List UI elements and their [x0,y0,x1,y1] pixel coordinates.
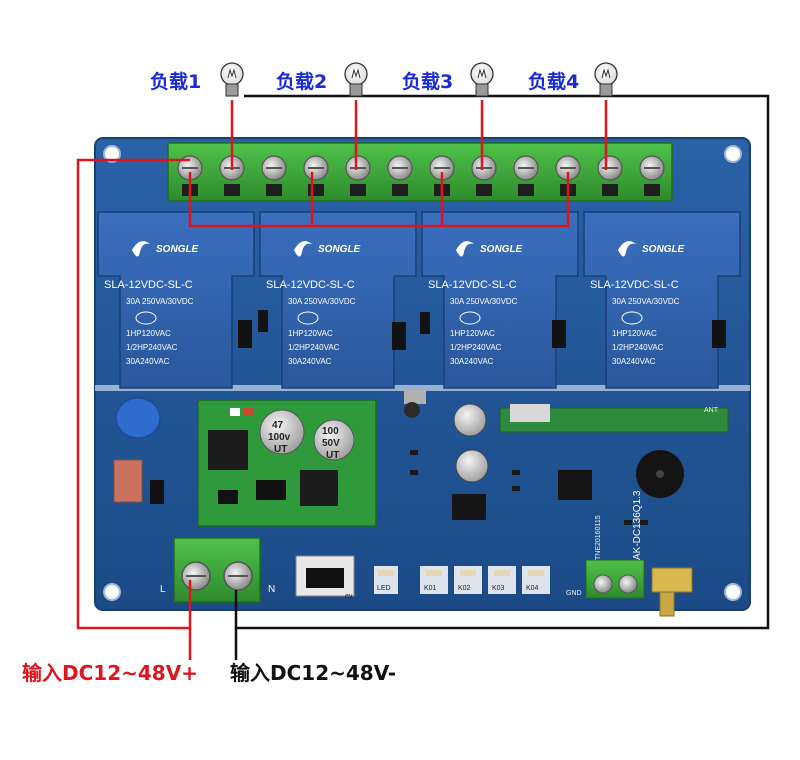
silk-board-code: TNE20160115 [595,515,602,560]
bulb-filament [351,68,361,79]
aux-terminal: GND [566,559,645,599]
silk-ant: ANT [704,407,719,414]
relay-rating-text: 30A 250VA/30VDC [450,297,518,306]
bulb-glass [344,62,368,86]
bulb-base [475,83,489,97]
silk-k04: K04 [526,585,539,592]
silk-terminal-n: N [268,584,275,595]
bulb-base [599,83,613,97]
cap2-line2: 50V [322,438,340,449]
relay-spec1-text: 1HP120VAC [450,329,495,338]
songle-logo-icon [132,241,150,257]
terminal-clamp [350,184,366,196]
terminal-clamp [476,184,492,196]
antenna-connector: ANT [651,407,719,617]
silk-k03: K03 [492,585,505,592]
relay-spec3-text: 30A240VAC [126,357,170,366]
songle-logo-icon [618,241,636,257]
cqc-mark-icon [297,311,319,325]
songle-logo-icon [456,241,474,257]
silk-gnd: GND [566,590,582,597]
board-components [113,390,729,525]
bulb-filament [227,68,237,79]
relay-spec3-text: 30A240VAC [450,357,494,366]
relay-spec2-text: 1/2HP240VAC [450,343,502,352]
bulb-icon [594,62,618,97]
load-label-3: 负载3 [402,70,453,93]
bulb-glass [470,62,494,86]
cap1-line3: UT [274,444,287,455]
terminal-clamp [518,184,534,196]
silk-board-id: AK-DC136Q1.3 [632,490,643,560]
silk-terminal-l: L [160,584,166,595]
cap2-line3: UT [326,450,339,461]
bulb-filament [477,68,487,79]
terminal-clamp [644,184,660,196]
transistors [238,310,726,350]
relay-spec1-text: 1HP120VAC [612,329,657,338]
relay-spec1-text: 1HP120VAC [288,329,333,338]
terminal-clamp [392,184,408,196]
load-label-4: 负载4 [528,70,579,93]
silk-k02: K02 [458,585,471,592]
bulb-glass [220,62,244,86]
bulb-icon [220,62,244,97]
relay-brand-text: SONGLE [156,244,199,255]
relay-3: SONGLE SLA-12VDC-SL-C 30A 250VA/30VDC 1HP12… [421,211,579,389]
terminal-clamp [602,184,618,196]
relay-brand-text: SONGLE [480,244,523,255]
bulb-base [225,83,239,97]
silk-led: LED [377,585,391,592]
relay-spec3-text: 30A240VAC [288,357,332,366]
bottom-indicators: ey LED K01 K02 K03 K04 [295,555,550,600]
silk-k01: K01 [424,585,437,592]
relay-model-text: SLA-12VDC-SL-C [428,279,517,291]
relay-4: SONGLE SLA-12VDC-SL-C 30A 250VA/30VDC 1HP12… [583,211,741,389]
terminal-clamp [266,184,282,196]
relay-brand-text: SONGLE [318,244,361,255]
relay-spec2-text: 1/2HP240VAC [126,343,178,352]
relay-model-text: SLA-12VDC-SL-C [104,279,193,291]
terminal-clamp [308,184,324,196]
terminal-clamp [224,184,240,196]
cap1-line1: 47 [272,420,284,431]
relay-brand-text: SONGLE [642,244,685,255]
bulb-icon [344,62,368,97]
relay-2: SONGLE SLA-12VDC-SL-C 30A 250VA/30VDC 1HP12… [259,211,417,389]
relay-spec1-text: 1HP120VAC [126,329,171,338]
relay-model-text: SLA-12VDC-SL-C [590,279,679,291]
relay-rating-text: 30A 250VA/30VDC [612,297,680,306]
load-label-2: 负载2 [276,70,327,93]
power-input-terminal: L N [160,537,275,603]
cqc-mark-icon [135,311,157,325]
dc-dc-module: 47 100v UT 100 50V UT [197,399,377,527]
black-wiring [234,94,770,660]
relay-group: SONGLE SLA-12VDC-SL-C 30A 250VA/30VDC 1HP12… [97,211,741,389]
cap2-line1: 100 [322,426,339,437]
input-positive-label: 输入DC12~48V+ [22,661,198,685]
bulb-filament [601,68,611,79]
bulb-glass [594,62,618,86]
load-label-1: 负载1 [150,70,201,93]
cap1-line2: 100v [268,432,291,443]
output-terminal-block [167,142,673,202]
cqc-mark-icon [459,311,481,325]
bulb-base [349,83,363,97]
relay-rating-text: 30A 250VA/30VDC [126,297,194,306]
relay-spec2-text: 1/2HP240VAC [612,343,664,352]
relay-spec3-text: 30A240VAC [612,357,656,366]
bulb-icon [470,62,494,97]
load-bulbs [220,62,618,97]
cqc-mark-icon [621,311,643,325]
red-wiring [76,100,608,660]
silk-key: ey [345,593,353,600]
relay-1: SONGLE SLA-12VDC-SL-C 30A 250VA/30VDC 1HP12… [97,211,255,389]
relay-rating-text: 30A 250VA/30VDC [288,297,356,306]
songle-logo-icon [294,241,312,257]
relay-model-text: SLA-12VDC-SL-C [266,279,355,291]
input-negative-label: 输入DC12~48V- [230,661,396,685]
relay-spec2-text: 1/2HP240VAC [288,343,340,352]
